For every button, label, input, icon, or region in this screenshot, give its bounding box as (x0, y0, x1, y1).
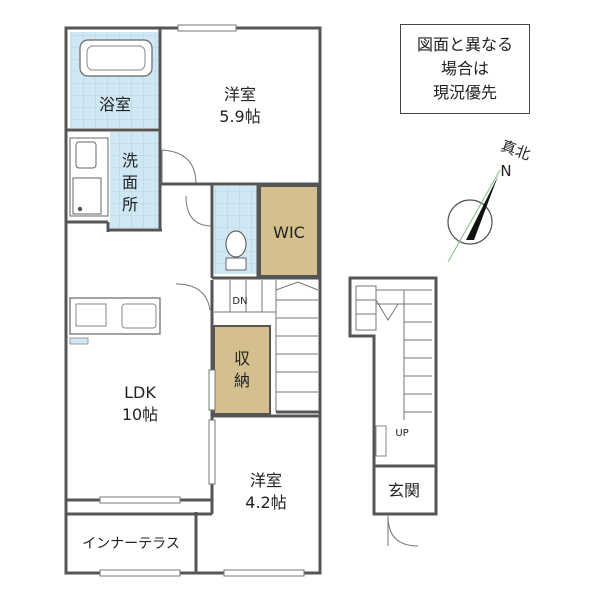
label-washroom-1: 洗 (122, 151, 138, 170)
counter-panel (69, 337, 89, 345)
bathtub-inner (86, 45, 146, 71)
label-washroom-2: 面 (122, 173, 138, 192)
drain-icon (77, 206, 83, 212)
label-stairs-down: DN (232, 296, 247, 307)
stove-area (75, 303, 107, 327)
notice-line-1: 図面と異なる (416, 35, 513, 54)
label-storage-2: 納 (234, 371, 250, 390)
compass-true-north-line (447, 169, 501, 263)
door-swing-ldk (175, 283, 211, 311)
label-western-room-large-size: 5.9帖 (219, 107, 260, 126)
label-wic: WIC (273, 223, 305, 242)
compass (447, 169, 501, 263)
label-entrance: 玄関 (388, 481, 420, 500)
windows (99, 24, 305, 577)
door-swing-hall (185, 195, 213, 227)
label-north-letter: N (500, 162, 511, 180)
door-swing-washroom (161, 149, 197, 185)
wash-basin (75, 141, 97, 169)
kitchen-sink (121, 303, 157, 329)
shoe-cabinet (375, 425, 387, 457)
staircase-upper (214, 280, 319, 412)
label-true-north: 真北 (499, 137, 533, 164)
storage-closet (213, 325, 271, 415)
entrance-unit-wall (348, 276, 438, 516)
label-ldk-size: 10帖 (122, 405, 158, 424)
label-western-room-small-name: 洋室 (250, 471, 282, 490)
notice-box: 図面と異なる 場合は 現況優先 (400, 24, 530, 114)
toilet-bowl-icon (225, 230, 247, 258)
notice-line-3: 現況優先 (432, 83, 497, 102)
bathtub (79, 39, 153, 77)
label-storage-1: 収 (234, 349, 250, 368)
washing-machine-pan (72, 177, 102, 215)
door-swing-entrance (387, 515, 419, 547)
label-western-room-small-size: 4.2帖 (245, 493, 286, 512)
label-western-room-large-name: 洋室 (224, 85, 256, 104)
compass-needle-north (466, 176, 498, 240)
label-stairs-up: UP (395, 428, 408, 439)
notice-line-2: 場合は (440, 59, 489, 78)
staircase-lower (355, 285, 432, 420)
label-washroom-3: 所 (122, 195, 138, 214)
walk-in-closet (259, 185, 319, 277)
label-ldk-name: LDK (124, 383, 156, 402)
label-bath: 浴室 (99, 95, 131, 114)
label-inner-terrace: インナーテラス (82, 536, 180, 552)
washroom-floor (110, 132, 160, 228)
toilet-tank (225, 257, 247, 271)
